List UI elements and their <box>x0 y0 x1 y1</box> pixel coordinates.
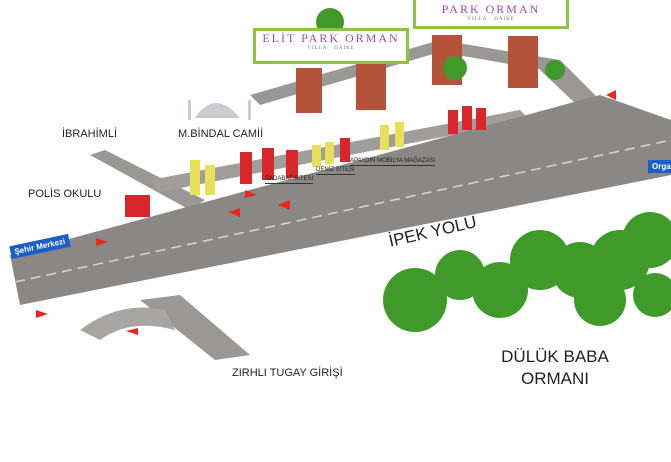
direction-arrows <box>36 90 616 335</box>
roundabout <box>80 307 175 340</box>
label-zirhli-tugay: ZIRHLI TUGAY GİRİŞİ <box>232 367 343 379</box>
main-road-ipek-yolu <box>10 95 671 305</box>
brand-elit-title: ELİT PARK ORMAN <box>262 31 400 45</box>
side-road-zirhli <box>140 295 250 360</box>
brand-park-sub: VILLA · DAIRE <box>467 17 515 22</box>
label-cami: M.BİNDAL CAMİİ <box>178 128 264 140</box>
brand-park-orman: PARK ORMAN VILLA · DAIRE <box>413 0 569 29</box>
label-forest: DÜLÜK BABA ORMANI <box>495 346 615 390</box>
forest-line-2: ORMANI <box>521 369 589 388</box>
brand-park-title: PARK ORMAN <box>441 2 541 16</box>
label-sadabat: SADABAT SİTESİ <box>265 176 314 184</box>
side-road-ibrahimli <box>90 150 205 210</box>
label-ibrahimli: İBRAHİMLİ <box>62 128 118 140</box>
sign-organize: Organi <box>648 160 671 173</box>
label-polis-okulu: POLİS OKULU <box>28 188 102 200</box>
forest-line-1: DÜLÜK BABA <box>501 347 609 366</box>
forest-trees <box>316 8 671 332</box>
label-apaydin: APAYDIN MOBİLYA MAĞAZASI <box>350 158 436 166</box>
side-road-top <box>250 40 560 105</box>
brand-elit-sub: VILLA · DAIRE <box>307 46 355 51</box>
label-deniz: DENİZ SİTESİ <box>316 167 355 175</box>
brand-elit-park-orman: ELİT PARK ORMAN VILLA · DAIRE <box>253 28 409 64</box>
